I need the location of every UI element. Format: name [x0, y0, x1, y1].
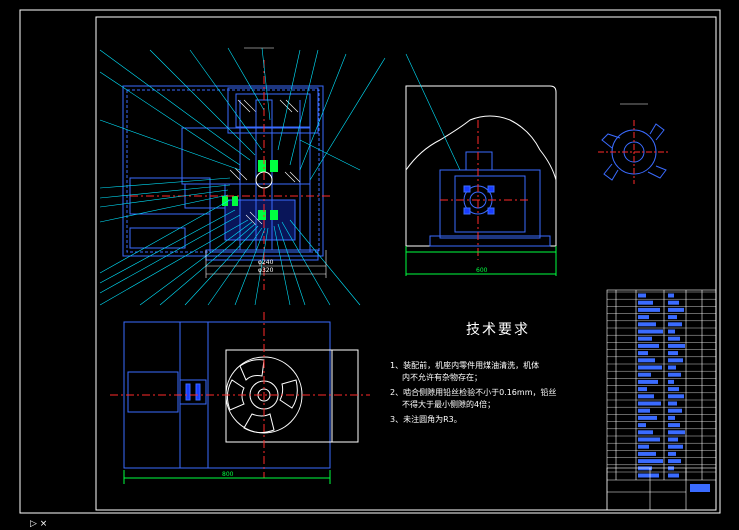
parts-row-entry	[638, 307, 660, 312]
parts-row-entry	[638, 415, 657, 420]
parts-row-material	[668, 300, 679, 305]
parts-row-entry	[638, 379, 658, 384]
tech-requirements-title: 技术要求	[466, 322, 530, 338]
front-view-gears	[222, 99, 278, 251]
parts-row-entry	[638, 423, 646, 428]
parts-row-material	[668, 459, 681, 464]
parts-row-material	[668, 394, 684, 399]
parts-row-material	[668, 423, 680, 428]
plan-view-blue-details	[185, 383, 201, 401]
parts-row-entry	[638, 336, 652, 341]
parts-row-material	[668, 372, 681, 377]
parts-row-entry	[638, 322, 656, 327]
tech-item-1: 1、装配前，机座内零件用煤油清洗，机体	[390, 361, 540, 370]
plan-view-dim-text: 800	[222, 471, 234, 478]
parts-row-material	[668, 401, 677, 406]
side-view-leader	[405, 53, 461, 171]
parts-row-entry	[638, 300, 653, 305]
parts-row-entry	[638, 343, 659, 348]
ucs-icon: ▷ ×	[30, 519, 48, 529]
parts-row-material	[668, 430, 685, 435]
parts-row-entry	[638, 358, 655, 363]
parts-row-material	[668, 322, 682, 327]
side-view-dim-text: 600	[476, 267, 488, 274]
parts-row-material	[668, 307, 684, 312]
parts-row-entry	[638, 351, 648, 356]
parts-row-material	[668, 387, 679, 392]
parts-row-material	[668, 451, 676, 456]
parts-row-entry	[638, 365, 662, 370]
parts-row-entry	[638, 430, 653, 435]
tech-item-1-cont: 内不允许有杂物存在；	[402, 373, 482, 382]
parts-row-material	[668, 336, 680, 341]
side-view-centerlines	[440, 120, 530, 260]
parts-row-material	[668, 315, 677, 320]
front-section-view	[122, 85, 324, 261]
dim-d2: φ320	[258, 267, 274, 274]
parts-list-rows	[607, 291, 716, 478]
tech-item-2: 2、啮合侧隙用铅丝检验不小于0.16mm，铅丝	[390, 388, 557, 397]
rotor-centerlines	[598, 120, 670, 184]
tech-item-2-cont: 不得大于最小侧隙的4倍；	[402, 400, 496, 409]
parts-row-material	[668, 365, 676, 370]
parts-row-entry	[638, 293, 646, 298]
parts-row-material	[668, 415, 675, 420]
parts-row-entry	[638, 394, 654, 399]
dim-d1: φ240	[258, 259, 274, 266]
parts-row-material	[668, 358, 683, 363]
parts-row-entry	[638, 401, 661, 406]
parts-row-material	[668, 437, 678, 442]
parts-row-material	[668, 379, 674, 384]
parts-row-material	[668, 408, 682, 413]
parts-row-entry	[638, 451, 656, 456]
front-view-hatching	[229, 99, 301, 226]
parts-row-entry	[638, 459, 663, 464]
parts-row-material	[668, 444, 683, 449]
front-view-leaders	[99, 47, 386, 306]
parts-row-entry	[638, 473, 659, 478]
side-view	[405, 85, 557, 247]
inner-frame	[95, 16, 717, 511]
side-view-dim	[405, 246, 557, 276]
parts-row-material	[668, 293, 674, 298]
parts-row-entry	[638, 315, 649, 320]
parts-row-entry	[638, 372, 651, 377]
front-view-centerlines	[130, 60, 330, 290]
title-block	[606, 467, 717, 511]
parts-row-entry	[638, 387, 647, 392]
parts-row-entry	[638, 408, 650, 413]
plan-view-dim	[123, 470, 331, 484]
parts-row-entry	[638, 437, 660, 442]
parts-row-material	[668, 343, 685, 348]
parts-row-entry	[638, 444, 649, 449]
tech-item-3: 3、未注圆角为R3。	[390, 415, 462, 424]
parts-row-material	[668, 329, 675, 334]
parts-row-entry	[638, 329, 663, 334]
front-view-dimensions	[205, 47, 327, 278]
plan-view-centerlines	[110, 312, 370, 478]
parts-row-material	[668, 351, 678, 356]
outer-frame	[19, 9, 721, 514]
parts-row-material	[668, 473, 679, 478]
